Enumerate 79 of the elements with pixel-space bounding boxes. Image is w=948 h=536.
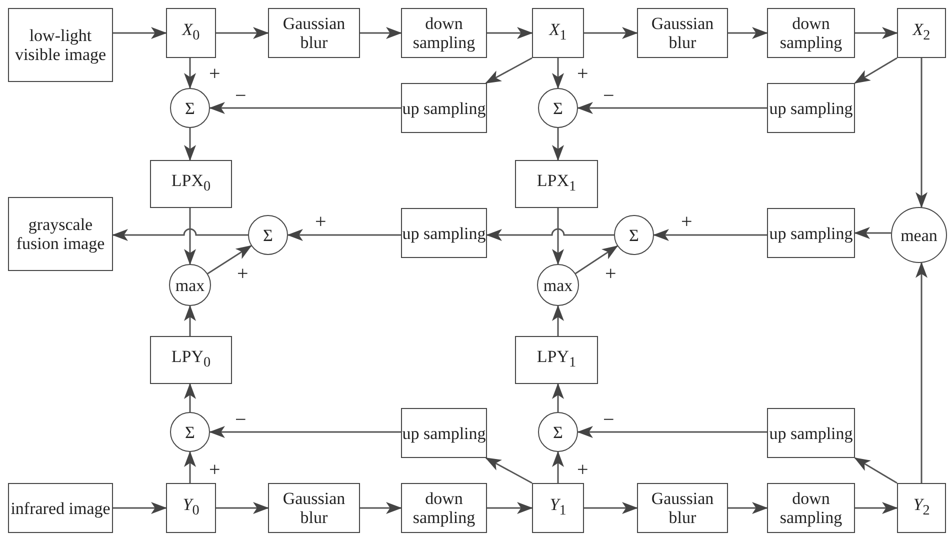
arrow [486, 228, 614, 241]
process-box: down sampling [401, 8, 487, 58]
arrow [209, 102, 401, 114]
arrow [207, 245, 252, 274]
arrow [485, 57, 532, 84]
arrow [854, 227, 892, 239]
process-box: infrared image [8, 483, 113, 533]
arrow [855, 27, 898, 39]
arrow [577, 102, 767, 114]
arrow [216, 502, 269, 514]
arrow [916, 262, 928, 483]
operator-circle: Σ [614, 215, 654, 255]
process-box: Gaussian blur [637, 8, 728, 58]
arrow [552, 128, 564, 161]
operator-circle: Σ [170, 88, 210, 128]
arrow [584, 502, 638, 514]
arrow [216, 27, 269, 39]
arrow [552, 451, 564, 483]
process-box: Y$_{2}$ [897, 483, 946, 533]
arrow [113, 27, 167, 39]
process-box: Gaussian blur [268, 8, 360, 58]
arrow [854, 57, 898, 84]
arrow [184, 208, 196, 265]
arrow [184, 128, 196, 161]
process-box: up sampling [767, 208, 855, 258]
arrow [916, 58, 928, 208]
process-box: up sampling [767, 408, 855, 458]
arrow [184, 383, 196, 412]
arrow [287, 229, 401, 241]
process-box: X$_{1}$ [532, 8, 584, 58]
arrow [487, 502, 533, 514]
arrow [209, 426, 401, 438]
operator-circle: max [169, 264, 211, 306]
process-box: Y$_{1}$ [532, 483, 584, 533]
arrow [653, 229, 767, 241]
arrow [184, 58, 196, 89]
operator-circle: Σ [248, 215, 288, 255]
process-box: LPY$_{0}$ [150, 336, 232, 384]
process-box: low-light visible image [8, 8, 113, 82]
arrow [184, 305, 196, 336]
process-box: LPX$_{0}$ [150, 160, 232, 208]
process-box: LPY$_{1}$ [515, 336, 598, 384]
arrow [552, 383, 564, 412]
process-box: down sampling [767, 483, 855, 533]
arrow [575, 245, 618, 274]
operator-circle: Σ [170, 412, 210, 452]
process-box: Gaussian blur [637, 483, 728, 533]
arrow [854, 457, 898, 484]
process-box: X$_{0}$ [166, 8, 216, 58]
arrow [855, 502, 898, 514]
arrow [184, 451, 196, 483]
arrow [552, 208, 564, 265]
arrow [728, 502, 768, 514]
process-box: up sampling [401, 83, 487, 133]
arrow [552, 305, 564, 336]
process-box: up sampling [401, 408, 487, 458]
arrow [584, 27, 638, 39]
process-box: up sampling [401, 208, 487, 258]
arrow [112, 228, 248, 241]
process-box: Y$_{0}$ [166, 483, 216, 533]
arrow [485, 457, 532, 484]
process-box: down sampling [401, 483, 487, 533]
process-box: Gaussian blur [268, 483, 360, 533]
process-box: X$_{2}$ [897, 8, 946, 58]
process-box: down sampling [767, 8, 855, 58]
operator-circle: max [537, 264, 579, 306]
arrow [577, 426, 767, 438]
arrow [552, 58, 564, 89]
process-box: up sampling [767, 83, 855, 133]
operator-circle: mean [891, 207, 947, 263]
process-box: grayscale fusion image [8, 197, 113, 271]
operator-circle: Σ [538, 88, 578, 128]
arrow [360, 27, 402, 39]
arrow [728, 27, 768, 39]
arrow [113, 502, 167, 514]
arrow [487, 27, 533, 39]
operator-circle: Σ [538, 412, 578, 452]
arrow [360, 502, 402, 514]
process-box: LPX$_{1}$ [515, 160, 598, 208]
